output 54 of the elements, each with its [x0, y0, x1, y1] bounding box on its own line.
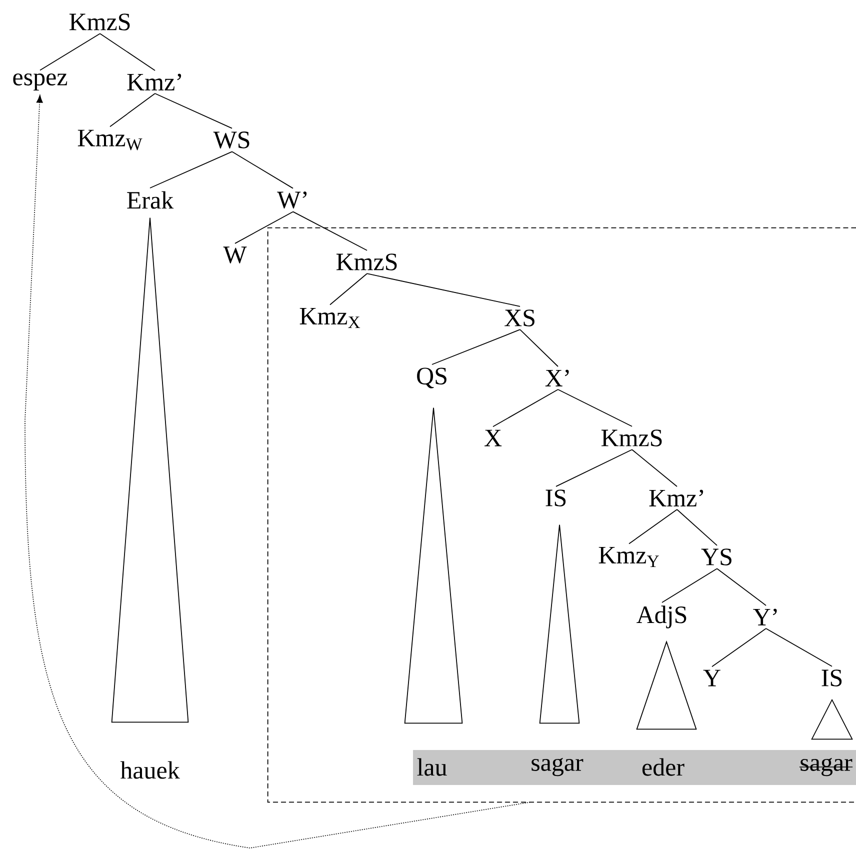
branch-line	[150, 151, 232, 188]
triangle	[111, 217, 189, 723]
branch-line	[40, 33, 100, 71]
triangle	[404, 407, 463, 724]
dashed-box	[267, 227, 856, 803]
tree-label: Kmz$_{Y}$	[598, 546, 659, 568]
movement-arrow	[24, 94, 530, 848]
tree-label: espez	[13, 73, 68, 91]
branch-line	[232, 151, 294, 189]
branch-line	[100, 33, 156, 71]
tree-label: Y’	[753, 608, 777, 626]
tree-label: hauek	[120, 761, 180, 779]
tree-label: WS	[213, 132, 250, 148]
branch-line	[676, 509, 718, 546]
tree-label: Y	[703, 670, 720, 686]
tree-label: KmzS	[69, 14, 130, 30]
tree-label: Erak	[127, 191, 174, 209]
branch-line	[492, 389, 558, 428]
tree-label: W’	[277, 192, 307, 208]
tree-label: XS	[504, 310, 534, 326]
branch-line	[520, 329, 558, 367]
branch-line	[716, 568, 766, 606]
branch-line	[632, 449, 678, 487]
branch-line	[556, 449, 632, 487]
branch-line	[662, 568, 718, 603]
tree-label: eder	[642, 758, 684, 776]
branch-line	[766, 628, 832, 667]
tree-label: Kmz$_{X}$	[300, 308, 360, 328]
tree-label: X	[484, 430, 502, 446]
tree-label: X’	[545, 370, 569, 386]
tree-label: AdjS	[636, 606, 686, 628]
tree-label: IS	[822, 670, 842, 686]
branch-line	[110, 93, 156, 128]
tree-label: Kmz$_{W}$	[78, 130, 142, 150]
tree-label: IS	[546, 490, 566, 506]
branch-line	[292, 211, 368, 251]
branch-line	[712, 628, 766, 668]
tree-label: sagar	[532, 758, 584, 776]
branch-line	[558, 389, 632, 427]
branch-line	[330, 273, 368, 306]
triangle	[539, 524, 580, 724]
tree-label: Kmz’	[649, 490, 704, 506]
tree-label: KmzS	[336, 254, 397, 270]
branch-line	[628, 509, 678, 544]
tree-label: Kmz’	[127, 74, 182, 90]
branch-line	[154, 93, 232, 129]
branch-line	[432, 329, 520, 365]
tree-label: W	[223, 246, 247, 264]
tree-label: YS	[701, 548, 732, 566]
branch-line	[366, 273, 520, 307]
tree-label: lau	[417, 758, 447, 776]
branch-line	[234, 211, 294, 244]
tree-label: QS	[417, 368, 446, 388]
tree-label: KmzS	[601, 430, 662, 446]
